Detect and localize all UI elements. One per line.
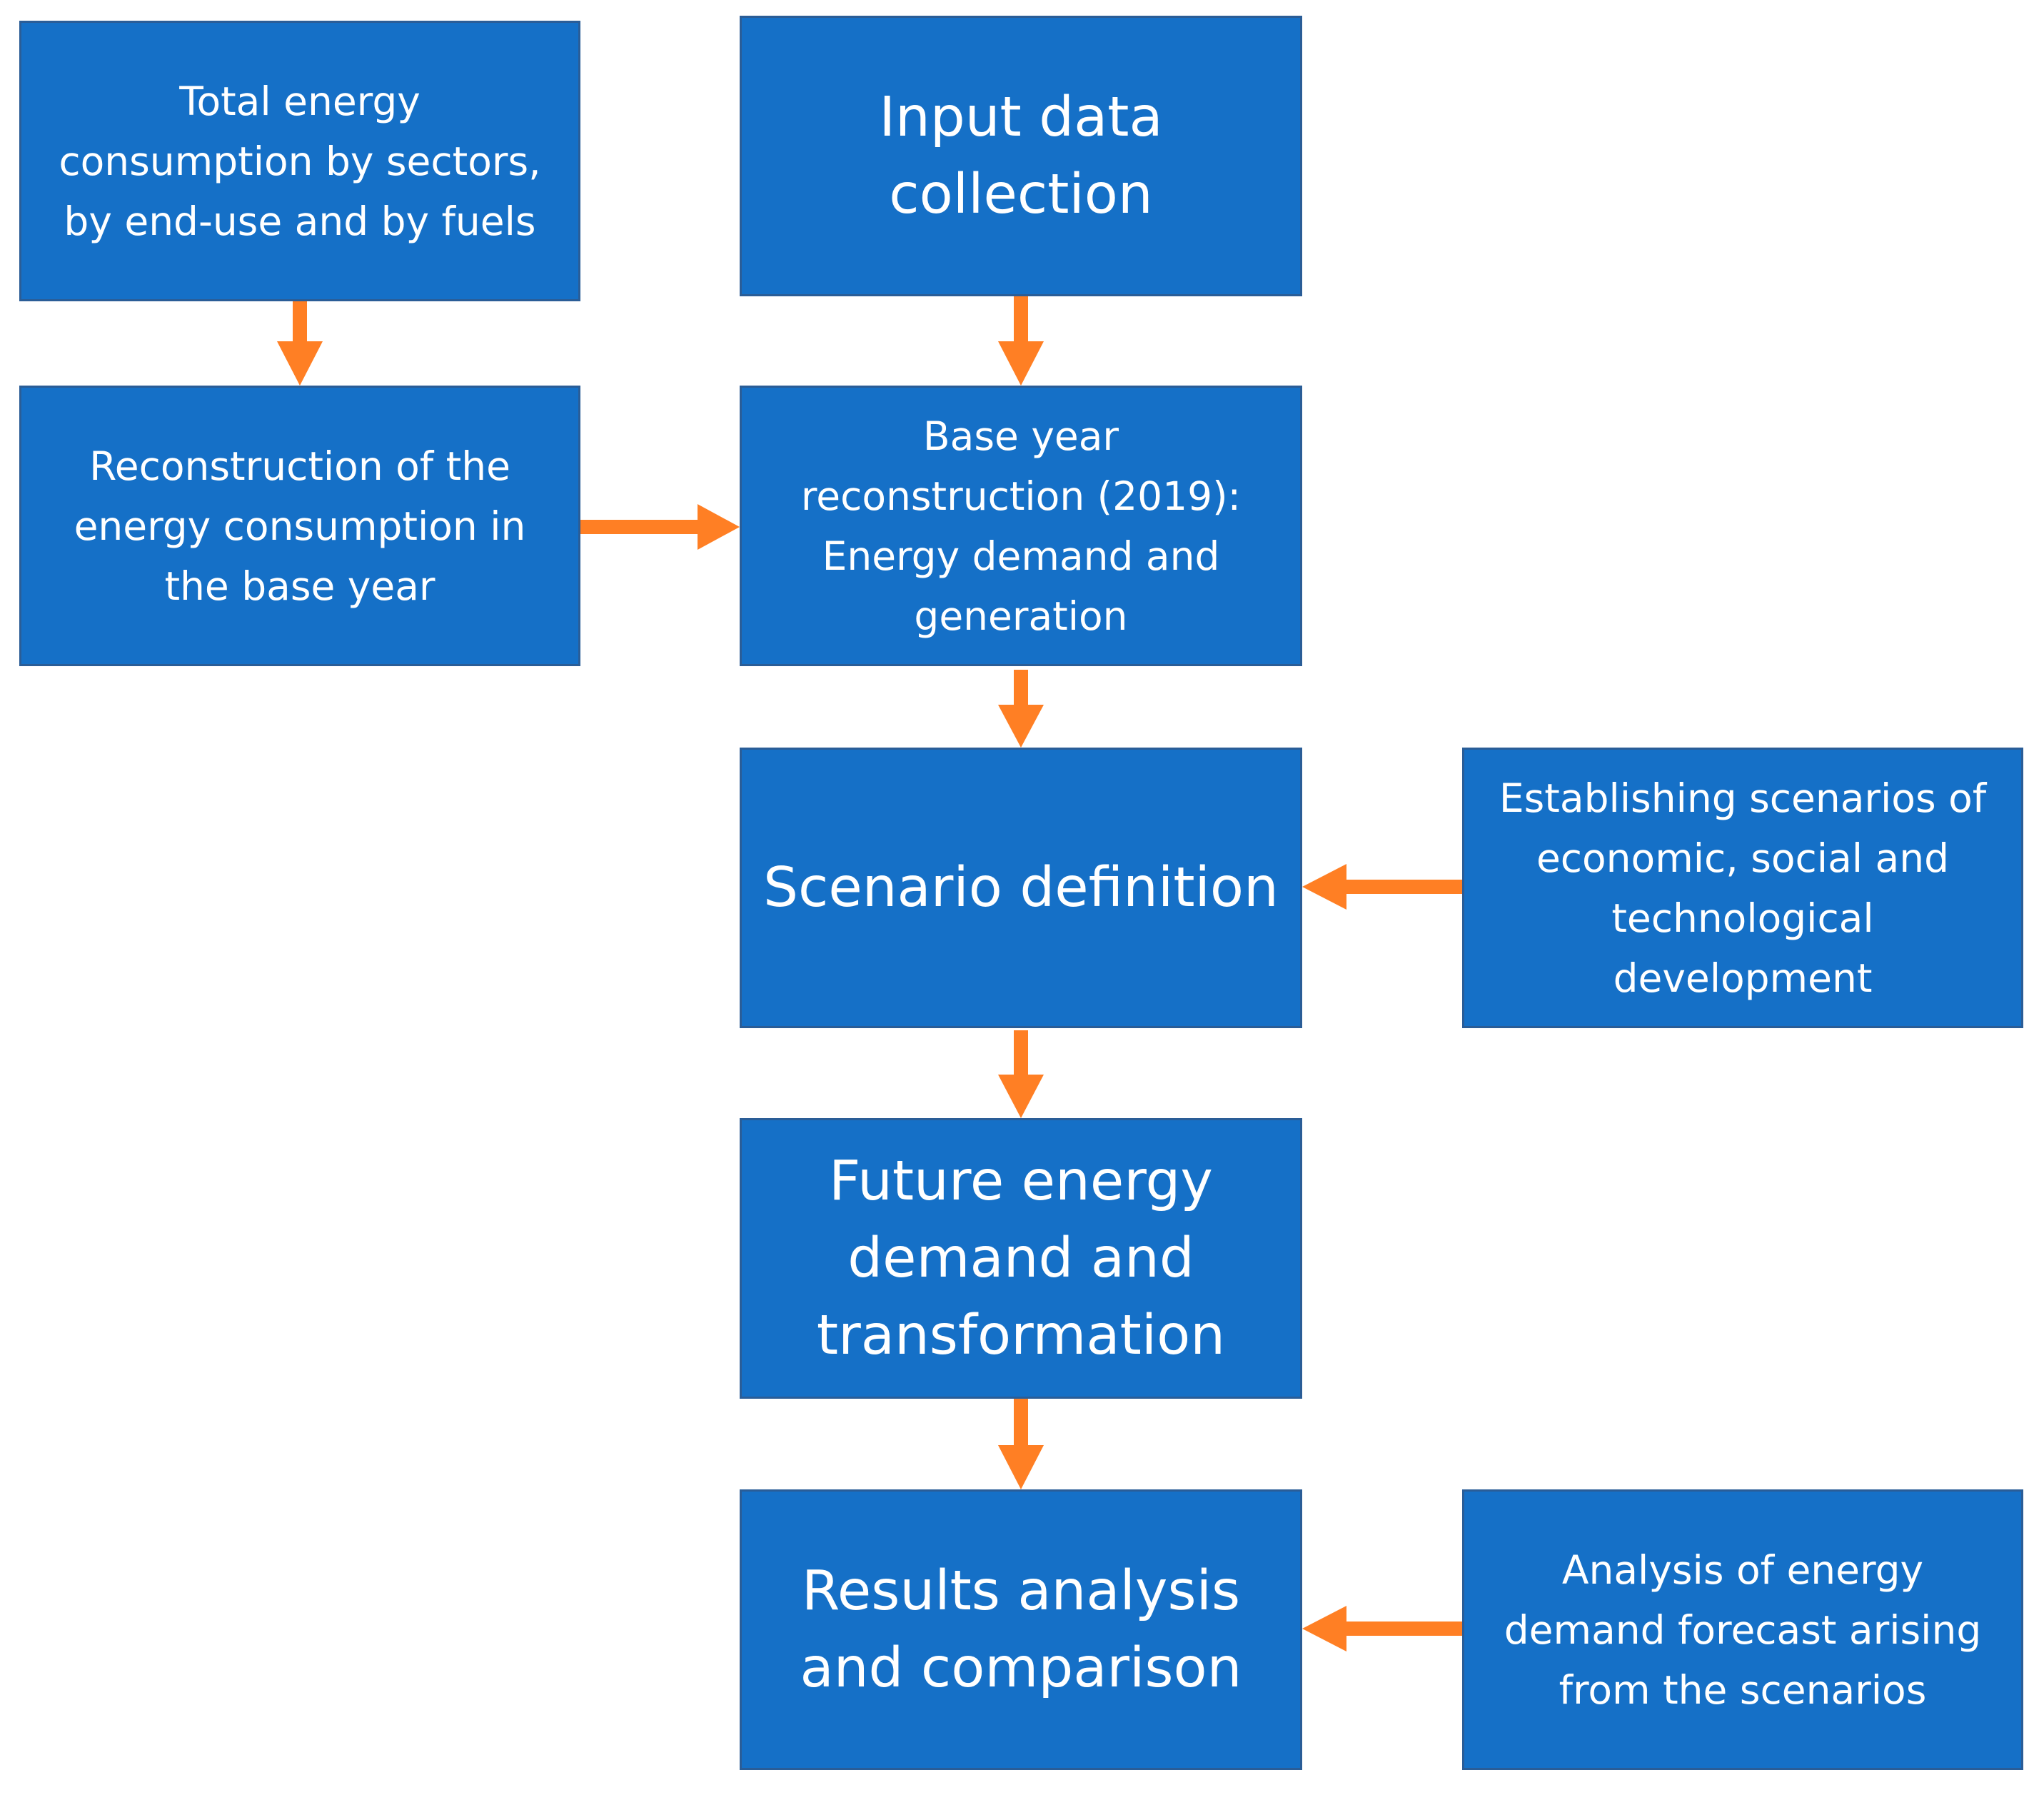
future-energy-demand-label: Future energy demand and transformation xyxy=(816,1149,1226,1367)
results-analysis-label: Results analysis and comparison xyxy=(800,1559,1242,1700)
scenario-definition-label: Scenario definition xyxy=(763,855,1279,920)
arrow-base-year-to-scenario xyxy=(998,670,1044,748)
arrow-input-to-base-year xyxy=(998,296,1044,386)
analysis-forecast-box: Analysis of energy demand forecast arisi… xyxy=(1462,1489,2023,1770)
establishing-scenarios-box: Establishing scenarios of economic, soci… xyxy=(1462,748,2023,1028)
total-energy-consumption-box: Total energy consumption by sectors, by … xyxy=(19,21,580,301)
arrow-establishing-to-scenario xyxy=(1302,864,1462,910)
establishing-scenarios-label: Establishing scenarios of economic, soci… xyxy=(1499,775,1987,1001)
scenario-definition-box: Scenario definition xyxy=(740,748,1302,1028)
base-year-reconstruction-label: Base year reconstruction (2019): Energy … xyxy=(800,413,1242,639)
input-data-collection-box: Input data collection xyxy=(740,16,1302,296)
total-energy-consumption-label: Total energy consumption by sectors, by … xyxy=(59,78,541,244)
input-data-collection-label: Input data collection xyxy=(879,85,1163,226)
arrow-reconstruction-to-base-year xyxy=(580,504,740,550)
reconstruction-base-year-box: Reconstruction of the energy consumption… xyxy=(19,386,580,666)
arrow-analysis-to-results xyxy=(1302,1606,1462,1651)
analysis-forecast-label: Analysis of energy demand forecast arisi… xyxy=(1504,1547,1982,1713)
arrow-future-to-results xyxy=(998,1399,1044,1489)
arrow-scenario-to-future xyxy=(998,1030,1044,1118)
base-year-reconstruction-box: Base year reconstruction (2019): Energy … xyxy=(740,386,1302,666)
results-analysis-box: Results analysis and comparison xyxy=(740,1489,1302,1770)
reconstruction-base-year-label: Reconstruction of the energy consumption… xyxy=(74,443,526,609)
future-energy-demand-box: Future energy demand and transformation xyxy=(740,1118,1302,1399)
arrow-total-to-reconstruction xyxy=(277,301,323,386)
